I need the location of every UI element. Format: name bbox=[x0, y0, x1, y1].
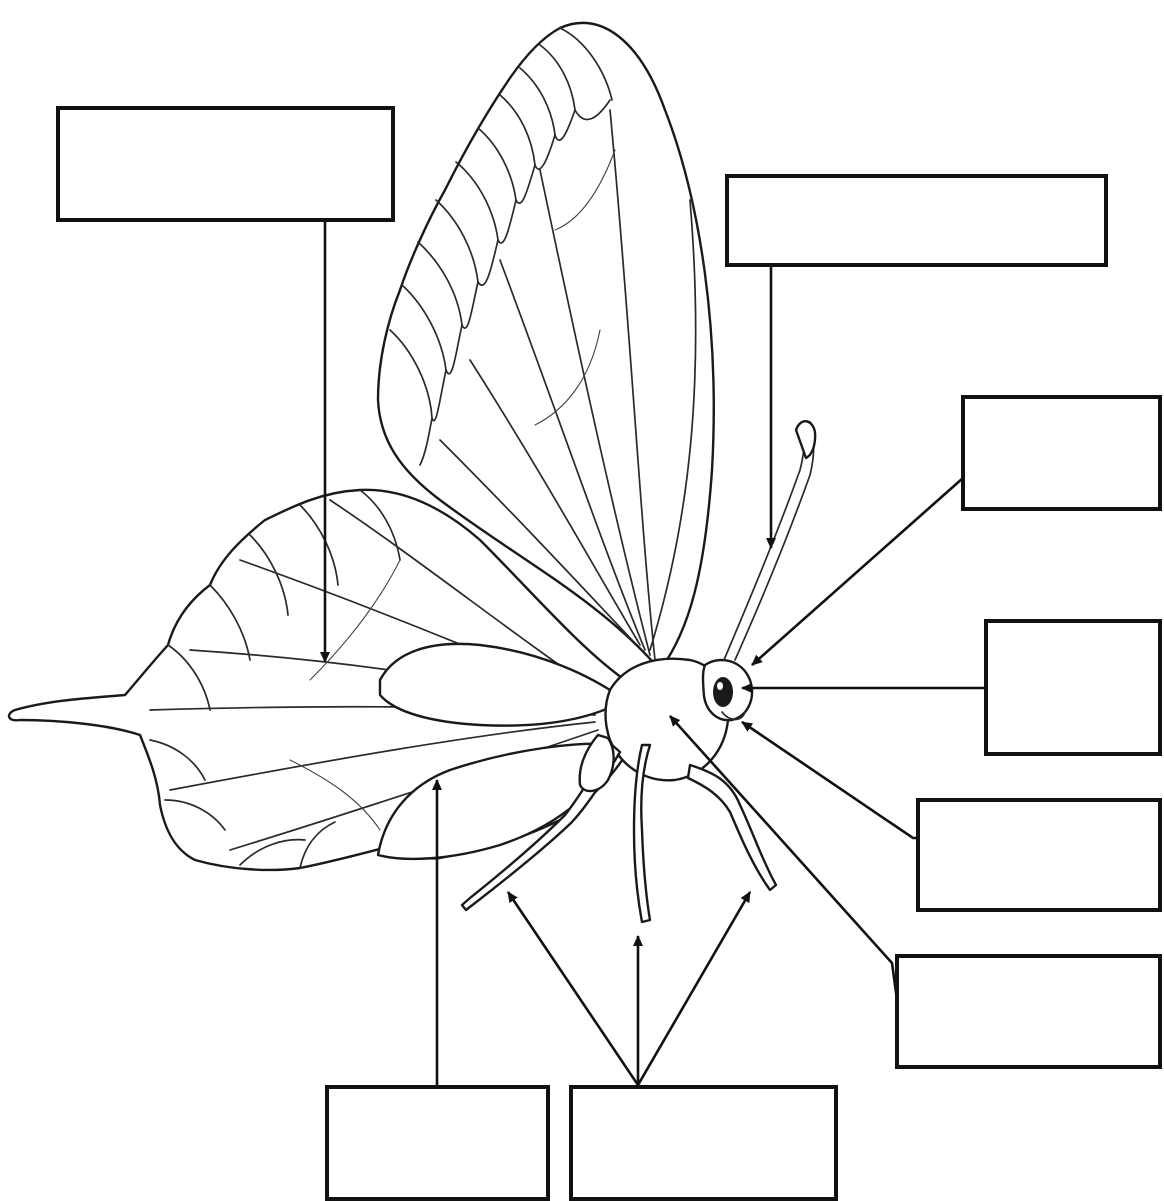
head-arrow bbox=[752, 478, 963, 665]
thorax-label-box[interactable] bbox=[897, 956, 1160, 1067]
proboscis-arrow bbox=[742, 722, 918, 838]
antenna-shape bbox=[724, 425, 804, 660]
eye-label-box[interactable] bbox=[986, 621, 1160, 754]
eye-shape bbox=[713, 677, 733, 707]
antenna-label-box[interactable] bbox=[727, 176, 1106, 265]
hindwing-label-box[interactable] bbox=[327, 1087, 548, 1199]
forewing-label-box[interactable] bbox=[58, 108, 393, 220]
legs-label-box[interactable] bbox=[571, 1087, 836, 1199]
proboscis-label-box[interactable] bbox=[918, 800, 1160, 910]
head-label-box[interactable] bbox=[963, 397, 1160, 509]
legs-arrow-right bbox=[638, 892, 750, 1085]
legs-arrow-left bbox=[508, 892, 638, 1085]
